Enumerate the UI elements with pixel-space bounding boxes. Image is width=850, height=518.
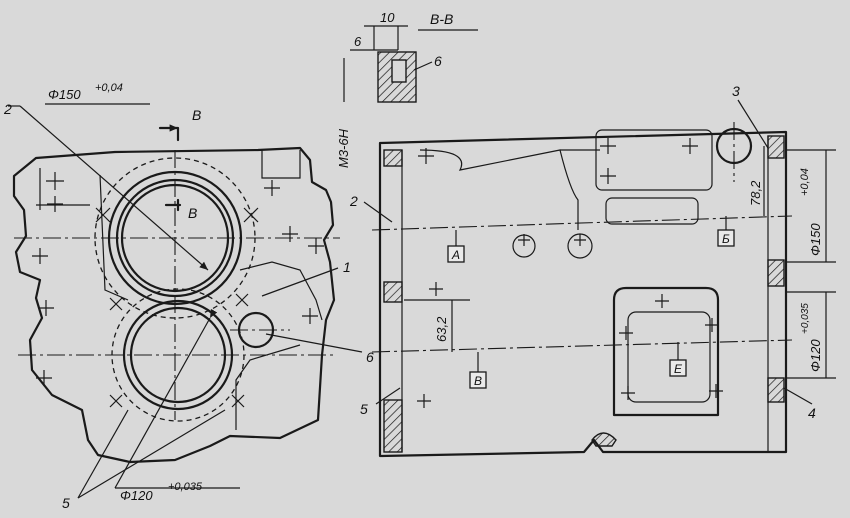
upper-bore-dim-line [19,105,209,271]
front-view: Φ150 +0,04 Φ120 +0,035 B B 2 1 6 5 [3,82,374,511]
side-window-inner [627,311,711,403]
section-mark-line [158,126,180,142]
wall-section-3 [383,399,403,453]
wall-section-4 [767,135,785,159]
callout-1-line [261,267,339,297]
datum-e: Е [674,362,683,376]
side-top-contour [419,149,600,230]
section-dim-10: 10 [380,10,395,25]
callout-6-left-line [265,333,363,353]
datum-a-box [447,245,465,263]
callout-2-right-line [363,201,393,223]
callout-4: 4 [808,405,816,421]
side-window-top [595,129,713,191]
callout-2-right: 2 [349,193,358,209]
datum-e-box [669,359,687,377]
thread-spec: M3-6H [336,128,351,168]
section-title: B-B [430,11,453,27]
upper-bore-tolerance: +0,04 [95,82,123,94]
dim-120: Φ120 [808,339,823,372]
front-view-flange [235,261,323,430]
dim-150-tol: +0,04 [799,168,811,196]
callout-6-top: 6 [434,53,442,69]
side-inner-walls [401,136,769,452]
wall-section-5 [767,259,785,287]
dim-120-tol: +0,035 [800,303,811,334]
section-mark-top: B [192,107,201,123]
datum-v: В [474,374,482,388]
callout-5-right-line [375,387,401,405]
callout-2-left: 2 [3,101,12,117]
callout-6-left: 6 [366,349,374,365]
wall-section-6 [767,377,785,403]
side-axis-upper [371,215,793,231]
dim-78: 78,2 [748,180,763,206]
callout-5-left: 5 [62,495,70,511]
callout-5-left-line-a [77,409,129,499]
callout-3: 3 [732,83,740,99]
wall-section-1 [383,149,403,167]
bolt-crosses [32,172,324,408]
side-slot [605,197,699,225]
datum-b: Б [722,232,730,246]
wall-section-2 [383,281,403,303]
wall-section-7 [591,432,617,447]
front-view-boss [261,150,301,179]
upper-bore-dim-label: Φ150 [48,87,81,102]
datum-b-box [717,229,735,247]
lower-bore-dim-line [114,308,218,489]
dim-63: 63,2 [434,316,449,342]
lower-bore-tolerance: +0,035 [168,481,203,493]
section-mark-lower-line [164,198,182,212]
callout-1: 1 [343,259,351,275]
side-view-outline [378,130,788,458]
side-crosses [417,138,723,408]
lower-bore-dim-label: Φ120 [120,488,153,503]
callout-6-top-line [413,61,433,71]
section-mark-bottom: B [188,205,197,221]
callout-5-left-line-b [77,409,226,499]
datum-a: A [451,248,460,262]
front-view-outline [12,146,336,464]
section-dim-6: 6 [354,34,362,49]
section-b-b: B-B 10 6 M3-6H 6 [336,10,478,168]
callout-5-right: 5 [360,401,368,417]
dim-150: Φ150 [808,223,823,256]
datum-v-box [469,371,487,389]
side-view: A Б В Е 63,2 78,2 Φ150 +0,04 Φ120 +0,035… [349,83,836,458]
section-thread-hole [391,59,407,83]
callout-3-line [737,99,769,149]
callout-4-line [783,387,813,405]
side-window-lower [612,286,720,417]
side-axis-lower [371,339,793,353]
